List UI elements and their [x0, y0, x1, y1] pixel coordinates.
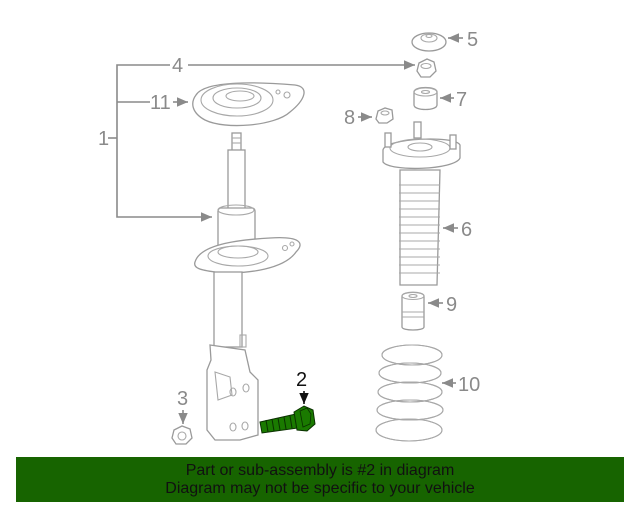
boot-part-6[interactable] — [399, 169, 441, 286]
callout-7-label[interactable]: 7 — [456, 89, 467, 111]
bolt-part-2-highlighted[interactable] — [259, 405, 316, 434]
info-banner: Part or sub-assembly is #2 in diagram Di… — [16, 457, 624, 502]
callout-5-label[interactable]: 5 — [467, 29, 478, 51]
upper-nut-part-4[interactable] — [416, 58, 437, 78]
cap-part-5[interactable] — [411, 32, 447, 52]
banner-line-2: Diagram may not be specific to your vehi… — [165, 479, 475, 497]
callout-2-label[interactable]: 2 — [296, 369, 307, 391]
callout-4-label[interactable]: 4 — [172, 55, 183, 77]
nut-part-8[interactable] — [375, 107, 394, 124]
callout-6-label[interactable]: 6 — [461, 219, 472, 241]
callout-1-bracket — [108, 64, 212, 222]
callout-3-label[interactable]: 3 — [177, 388, 188, 410]
callout-10-label[interactable]: 10 — [458, 374, 480, 396]
upper-mount-part[interactable] — [382, 121, 461, 170]
banner-line-1: Part or sub-assembly is #2 in diagram — [185, 461, 455, 479]
callout-11-label[interactable]: 11 — [150, 92, 171, 114]
callout-1-label[interactable]: 1 — [98, 128, 109, 150]
callout-8-label[interactable]: 8 — [344, 107, 355, 129]
nut-part-3[interactable] — [171, 425, 193, 445]
spring-seat-part[interactable] — [192, 82, 305, 127]
bushing-part-7[interactable] — [413, 86, 438, 111]
callout-9-label[interactable]: 9 — [446, 294, 457, 316]
strut-assembly-part[interactable] — [194, 132, 301, 441]
bumper-part-9[interactable] — [401, 291, 425, 331]
coil-spring-part-10[interactable] — [375, 344, 444, 442]
